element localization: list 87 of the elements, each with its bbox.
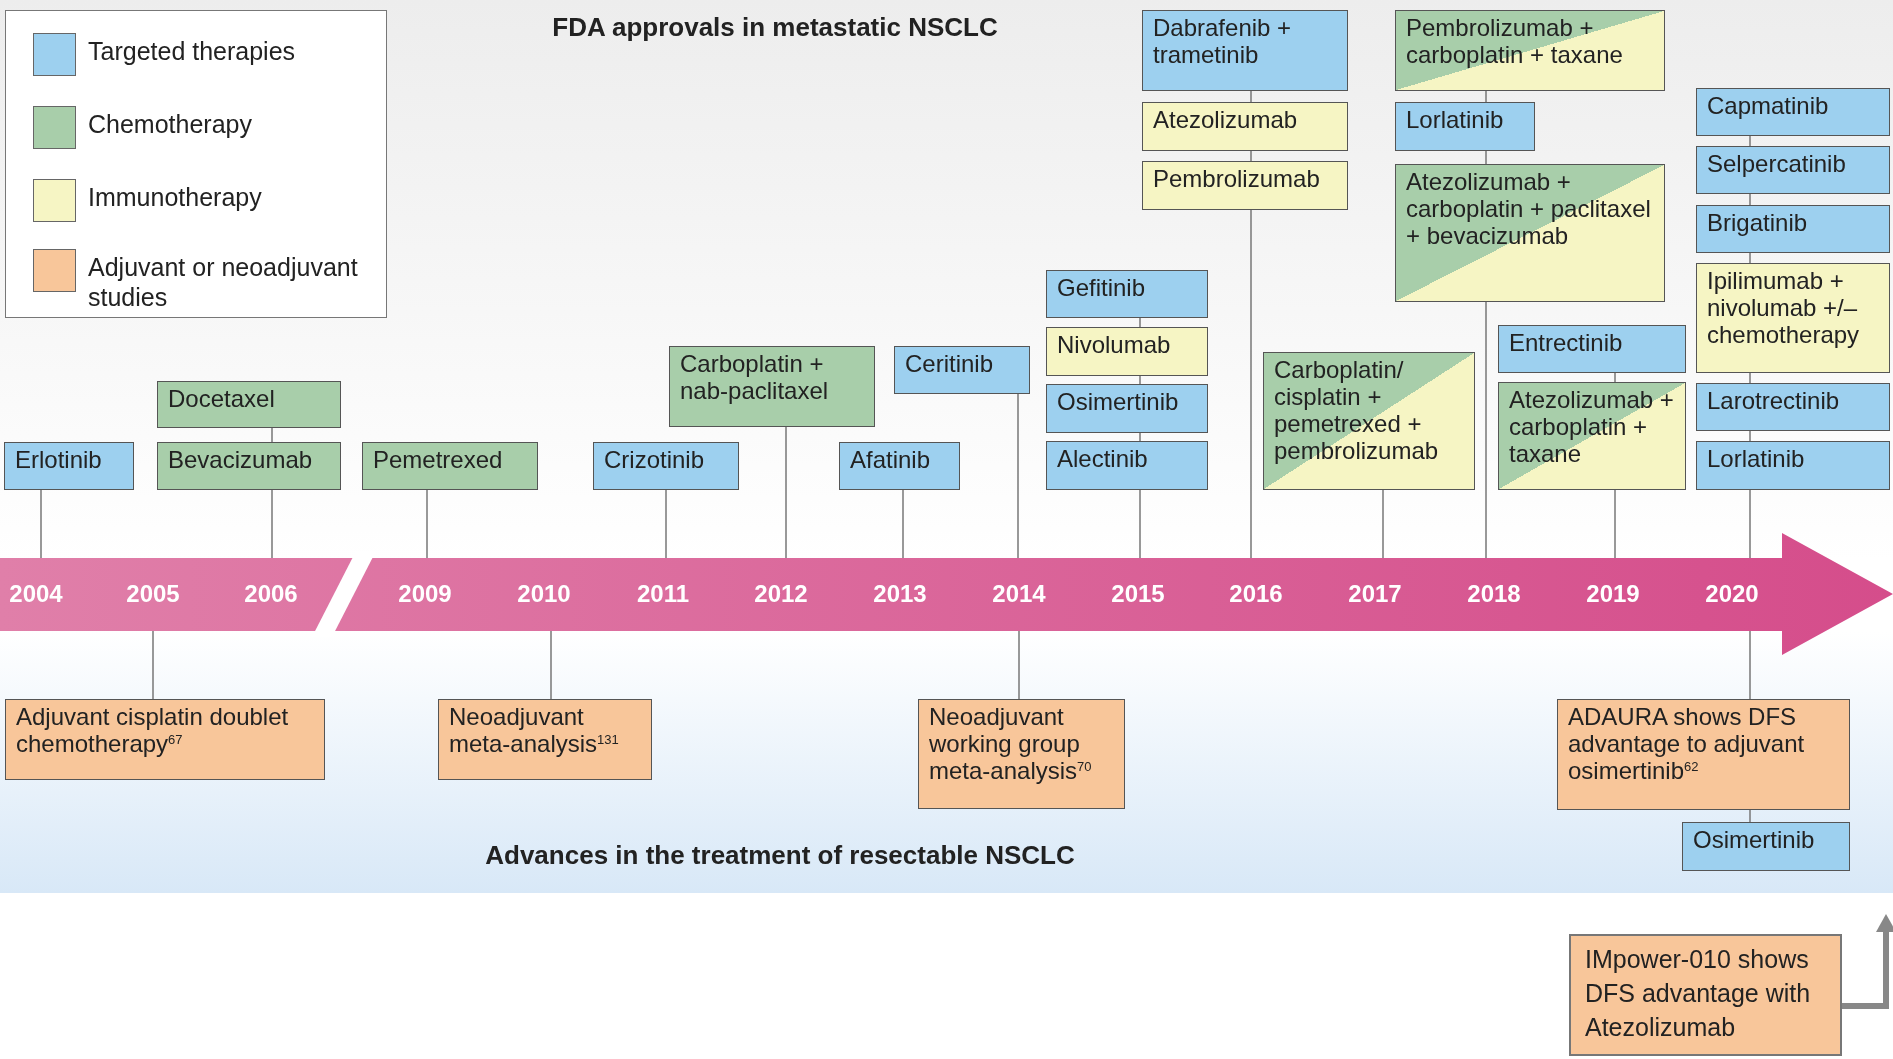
year-label: 2012 (754, 581, 808, 607)
drug-box: Docetaxel (157, 381, 341, 428)
connector-line (152, 630, 154, 700)
drug-box: Pembrolizumab + carboplatin + taxane (1395, 10, 1665, 91)
connector-line (1485, 301, 1487, 559)
connector-line (1250, 209, 1252, 559)
drug-box: Erlotinib (4, 442, 134, 490)
drug-box: Brigatinib (1696, 205, 1890, 253)
drug-box: Larotrectinib (1696, 383, 1890, 431)
connector-line (1139, 317, 1141, 328)
drug-box: Selpercatinib (1696, 146, 1890, 194)
connector-line (1749, 430, 1751, 442)
drug-box: Nivolumab (1046, 327, 1208, 376)
drug-box: Alectinib (1046, 441, 1208, 490)
drug-box: Ceritinib (894, 346, 1030, 394)
year-label: 2016 (1229, 581, 1283, 607)
drug-box: Atezolizumab + carboplatin + paclitaxel + bevacizumab (1395, 164, 1665, 302)
connector-line (40, 489, 42, 559)
connector-line (1749, 489, 1751, 559)
connector-line (1485, 150, 1487, 165)
drug-box: Crizotinib (593, 442, 739, 490)
drug-box: Carboplatin + nab-paclitaxel (669, 346, 875, 427)
year-label: 2010 (517, 581, 571, 607)
connector-line (1749, 809, 1751, 823)
drug-box: Osimertinib (1046, 384, 1208, 433)
drug-box: Osimertinib (1682, 822, 1850, 871)
connector-line (1250, 90, 1252, 103)
connector-line (271, 489, 273, 559)
legend-label: Immunotherapy (88, 182, 263, 212)
study-box: Neoadjuvant working group meta-analysis$^{70}$ (918, 699, 1125, 809)
year-label: 2014 (992, 581, 1046, 607)
drug-box: Carboplatin/ cisplatin + pemetrexed + pembrolizumab (1263, 352, 1475, 490)
connector-line (1139, 489, 1141, 559)
drug-box: Lorlatinib (1395, 102, 1535, 151)
drug-box: Ipilimumab + nivolumab +/– chemotherapy (1696, 263, 1890, 373)
drug-box: Afatinib (839, 442, 960, 490)
connector-line (271, 427, 273, 443)
connector-line (1139, 432, 1141, 442)
year-label: 2005 (126, 581, 180, 607)
drug-box: Pemetrexed (362, 442, 538, 490)
study-box: ADAURA shows DFS advantage to adjuvant osimertinib$^{62}$ (1557, 699, 1850, 810)
connector-line (785, 426, 787, 559)
year-label: 2004 (9, 581, 63, 607)
year-label: 2006 (244, 581, 298, 607)
connector-line (1382, 489, 1384, 559)
year-label: 2018 (1467, 581, 1521, 607)
drug-box: Bevacizumab (157, 442, 341, 490)
drug-box: Atezolizumab + carboplatin + taxane (1498, 382, 1686, 490)
connector-line (1614, 489, 1616, 559)
connector-line (1749, 135, 1751, 147)
legend-label: Chemotherapy (88, 109, 253, 139)
connector-line (426, 489, 428, 559)
connector-line (1018, 630, 1020, 700)
drug-box: Gefitinib (1046, 270, 1208, 318)
drug-box: Dabrafenib + trametinib (1142, 10, 1348, 91)
connector-line (1485, 90, 1487, 103)
drug-box: Pembrolizumab (1142, 161, 1348, 210)
legend-label: Adjuvant or neoadjuvant studies (88, 252, 358, 312)
year-label: 2015 (1111, 581, 1165, 607)
year-label: 2013 (873, 581, 927, 607)
study-box: Neoadjuvant meta-analysis$^{131}$ (438, 699, 652, 780)
drug-box: Capmatinib (1696, 88, 1890, 136)
legend-label: Targeted therapies (88, 36, 297, 66)
bent-arrow (1842, 914, 1893, 1009)
year-label: 2019 (1586, 581, 1640, 607)
connector-line (1749, 630, 1751, 700)
connector-line (1250, 150, 1252, 162)
connector-line (902, 489, 904, 559)
drug-box: Lorlatinib (1696, 441, 1890, 490)
year-label: 2009 (398, 581, 452, 607)
drug-box: Entrectinib (1498, 325, 1686, 373)
year-label: 2020 (1705, 581, 1759, 607)
connector-line (665, 489, 667, 559)
caption: Advances in the treatment of resectable NSCLC (484, 840, 1076, 871)
connector-line (1017, 393, 1019, 559)
study-box: Adjuvant cisplatin doublet chemotherapy$^{67}$ (5, 699, 325, 780)
drug-box: Atezolizumab (1142, 102, 1348, 151)
connector-line (1749, 372, 1751, 384)
connector-line (1139, 375, 1141, 385)
year-label: 2017 (1348, 581, 1402, 607)
connector-line (550, 630, 552, 700)
study-box: IMpower-010 shows DFS advantage with Atezolizumab (1569, 934, 1842, 1056)
connector-line (1749, 193, 1751, 206)
year-label: 2011 (636, 581, 690, 607)
connector-line (1749, 252, 1751, 264)
title: FDA approvals in metastatic NSCLC (551, 12, 999, 43)
connector-line (1614, 372, 1616, 383)
